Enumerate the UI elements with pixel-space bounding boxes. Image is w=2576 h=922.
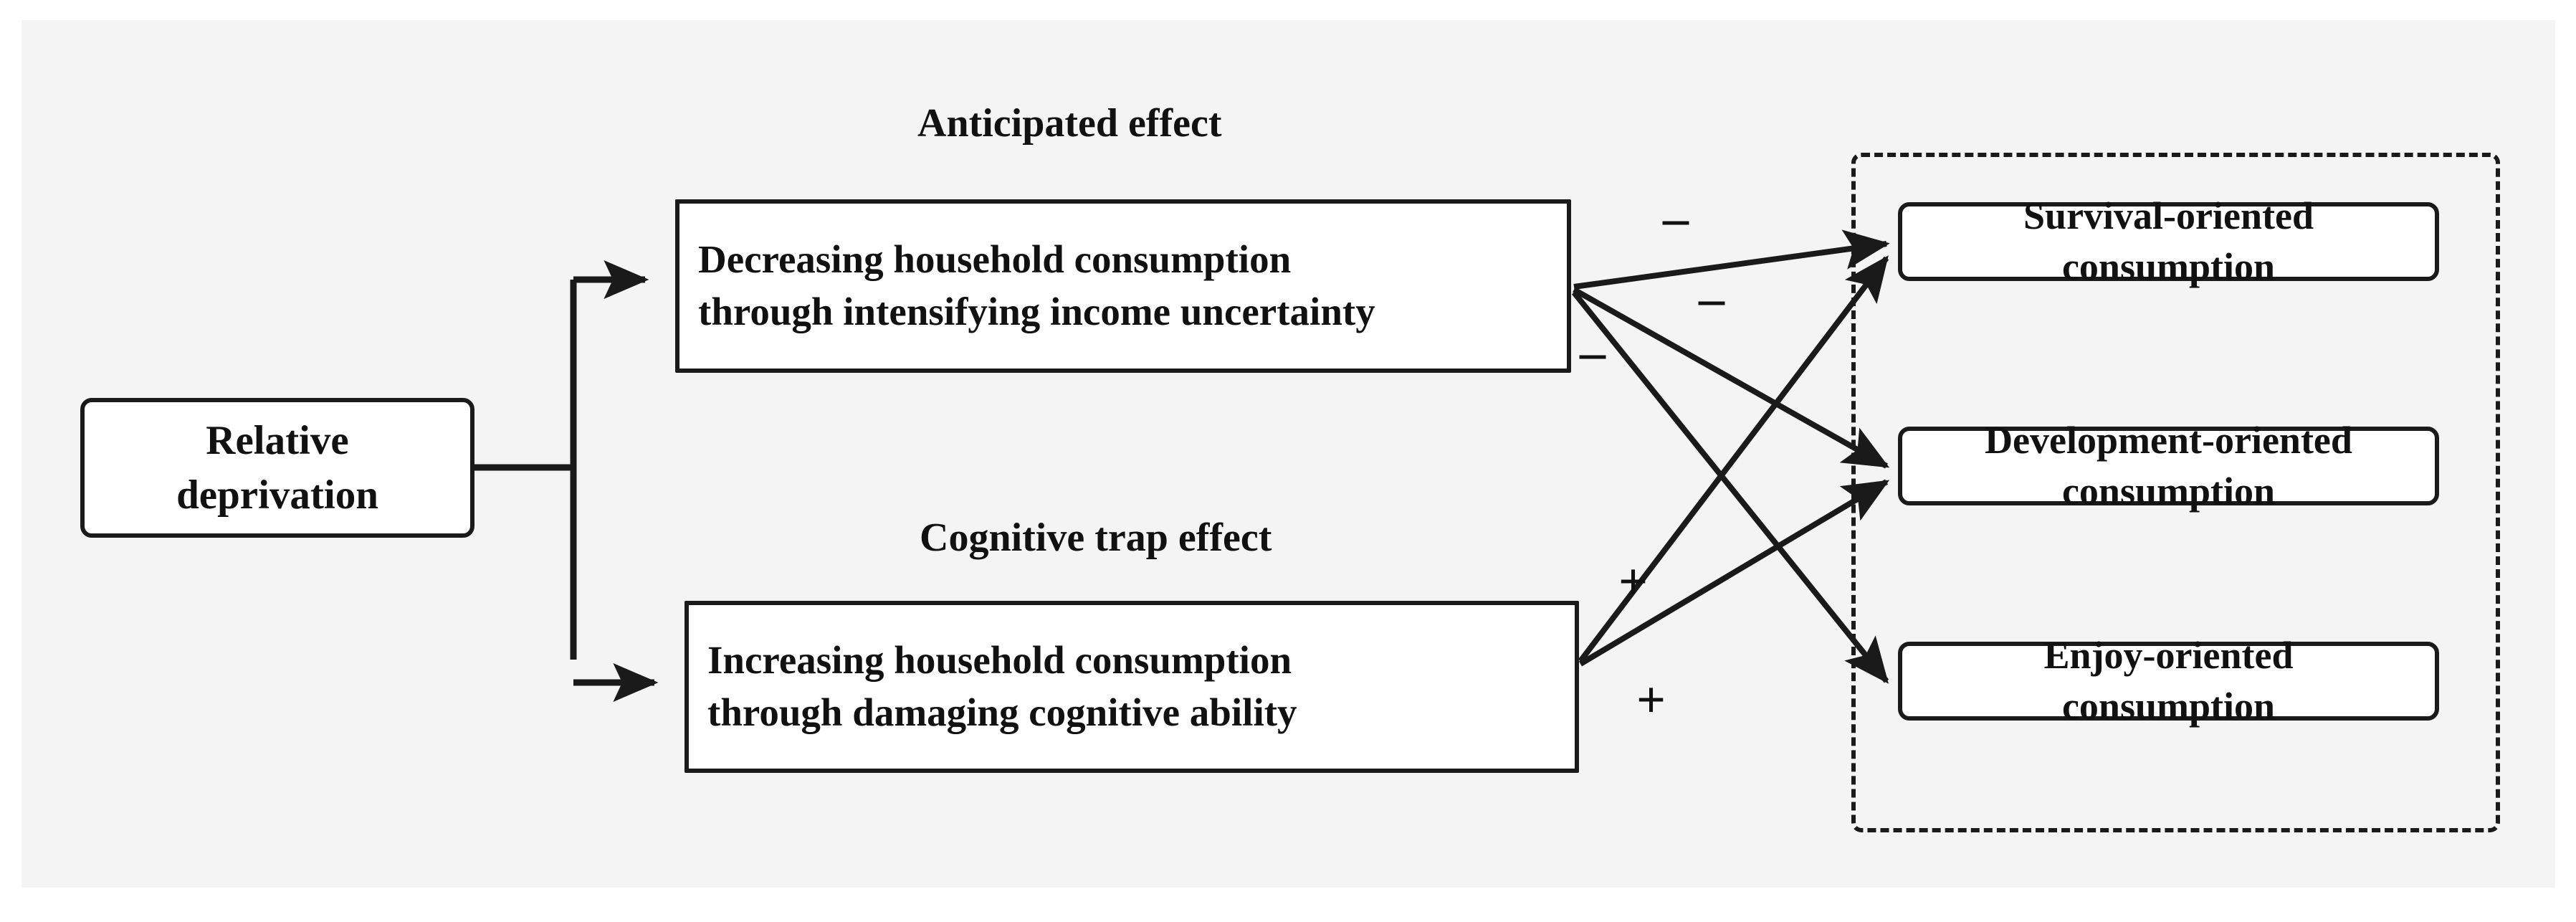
node-relative-deprivation-line2: deprivation: [176, 472, 378, 518]
edge-sign-minus-development: –: [1699, 270, 1725, 327]
edge-sign-plus-development: +: [1636, 671, 1666, 728]
edge-rd-trunk: [474, 280, 577, 660]
node-cognitive-path[interactable]: Increasing household consumption through…: [684, 601, 1579, 773]
node-survival-oriented-consumption[interactable]: Survival-oriented consumption: [1898, 194, 2439, 288]
node-survival-text: Survival-oriented consumption: [2023, 191, 2314, 293]
node-enjoy-line1: Enjoy-oriented: [2043, 633, 2294, 677]
edge-sign-minus-enjoy: –: [1580, 323, 1606, 381]
node-relative-deprivation-line1: Relative: [206, 418, 349, 464]
outcome-group-frame: [1851, 153, 2500, 832]
node-anticipated-path-text: Decreasing household consumption through…: [698, 234, 1375, 338]
node-development-text: Development-oriented consumption: [1985, 415, 2352, 518]
node-development-oriented-consumption[interactable]: Development-oriented consumption: [1898, 419, 2439, 513]
caption-cognitive-trap-effect: Cognitive trap effect: [920, 515, 1272, 560]
caption-anticipated-effect: Anticipated effect: [917, 101, 1222, 146]
node-cognitive-path-line1: Increasing household consumption: [707, 638, 1292, 683]
node-enjoy-text: Enjoy-oriented consumption: [2044, 630, 2294, 733]
node-anticipated-path-line1: Decreasing household consumption: [698, 237, 1292, 282]
node-anticipated-path[interactable]: Decreasing household consumption through…: [675, 199, 1571, 373]
node-anticipated-path-line2: through intensifying income uncertainty: [698, 290, 1375, 333]
edge-sign-plus-survival: +: [1618, 553, 1649, 610]
edge-anticipated-to-development: [1573, 287, 1890, 469]
node-relative-deprivation-text: Relative deprivation: [176, 414, 378, 521]
node-relative-deprivation[interactable]: Relative deprivation: [80, 398, 474, 538]
node-cognitive-path-line2: through damaging cognitive ability: [707, 690, 1297, 734]
node-development-line2: consumption: [2061, 470, 2276, 513]
node-survival-line1: Survival-oriented: [2023, 194, 2314, 237]
node-enjoy-oriented-consumption[interactable]: Enjoy-oriented consumption: [1898, 634, 2439, 728]
edge-anticipated-to-enjoy: [1571, 290, 1889, 684]
edge-sign-minus-survival: –: [1663, 189, 1689, 247]
edge-cognitive-to-development: [1578, 479, 1890, 667]
edge-cognitive-to-survival: [1578, 255, 1889, 663]
edge-anticipated-to-survival: [1573, 229, 1890, 290]
node-cognitive-path-text: Increasing household consumption through…: [707, 635, 1297, 738]
node-development-line1: Development-oriented: [1985, 418, 2352, 462]
node-enjoy-line2: consumption: [2061, 685, 2276, 728]
node-survival-line2: consumption: [2061, 245, 2276, 288]
